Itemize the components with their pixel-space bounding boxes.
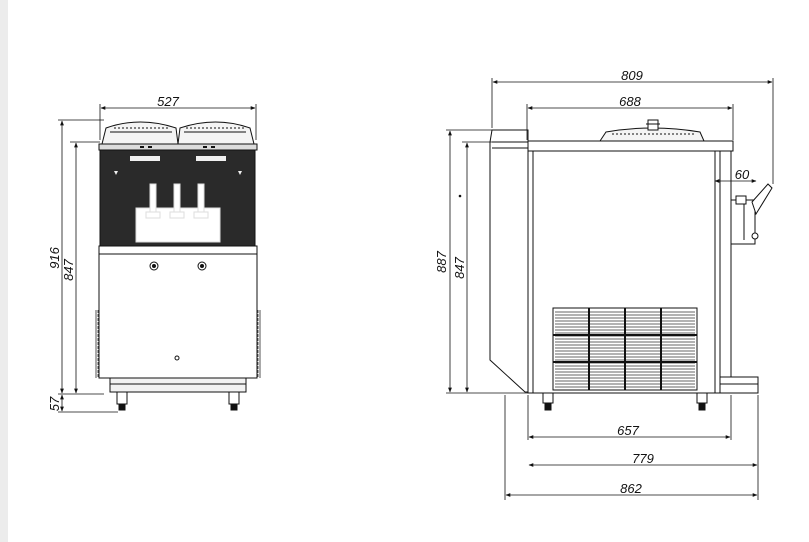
front-leg-height-label: 57	[47, 396, 62, 411]
front-right-leg	[228, 391, 240, 405]
front-base-plinth	[109, 377, 247, 393]
front-hopper-lids	[101, 121, 255, 145]
side-base-width-3-label: 862	[620, 481, 642, 496]
side-rear-panel	[719, 150, 732, 394]
front-drip-ledge	[98, 245, 258, 255]
right-display-label	[196, 156, 226, 161]
side-handle-offset-label: 60	[735, 167, 750, 182]
front-dimensions	[58, 104, 257, 413]
front-height-total-label: 916	[47, 246, 62, 268]
side-lid-knob	[647, 119, 659, 131]
side-top-plate	[526, 140, 734, 152]
left-indicator-icon	[114, 171, 118, 175]
side-view	[458, 119, 773, 411]
side-rear-base	[719, 376, 759, 394]
dispenser-handles	[145, 183, 209, 219]
front-left-knob	[149, 261, 159, 271]
left-margin-strip	[0, 0, 8, 542]
front-left-leg	[116, 391, 128, 405]
side-front-panel	[489, 129, 529, 393]
side-height-body-label: 847	[452, 256, 467, 278]
side-vent-grille	[552, 307, 698, 391]
side-overall-width-label: 809	[621, 68, 643, 83]
side-height-total-label: 887	[434, 250, 449, 272]
front-top-rim	[98, 143, 258, 151]
front-right-knob	[197, 261, 207, 271]
side-base-width-1-label: 657	[617, 423, 639, 438]
side-top-width-label: 688	[619, 94, 641, 109]
side-rear-leg	[696, 392, 708, 404]
front-view	[95, 121, 261, 411]
side-dispenser-handle	[730, 183, 773, 245]
front-lower-body	[98, 253, 258, 379]
side-front-leg	[542, 392, 554, 404]
right-indicator-icon	[238, 171, 242, 175]
side-dimensions	[446, 78, 774, 500]
left-display-label	[130, 156, 160, 161]
side-base-width-2-label: 779	[632, 451, 654, 466]
front-height-body-label: 847	[61, 258, 76, 280]
front-side-vents	[95, 310, 261, 378]
front-width-label: 527	[157, 94, 179, 109]
front-drain-hole	[174, 355, 180, 361]
